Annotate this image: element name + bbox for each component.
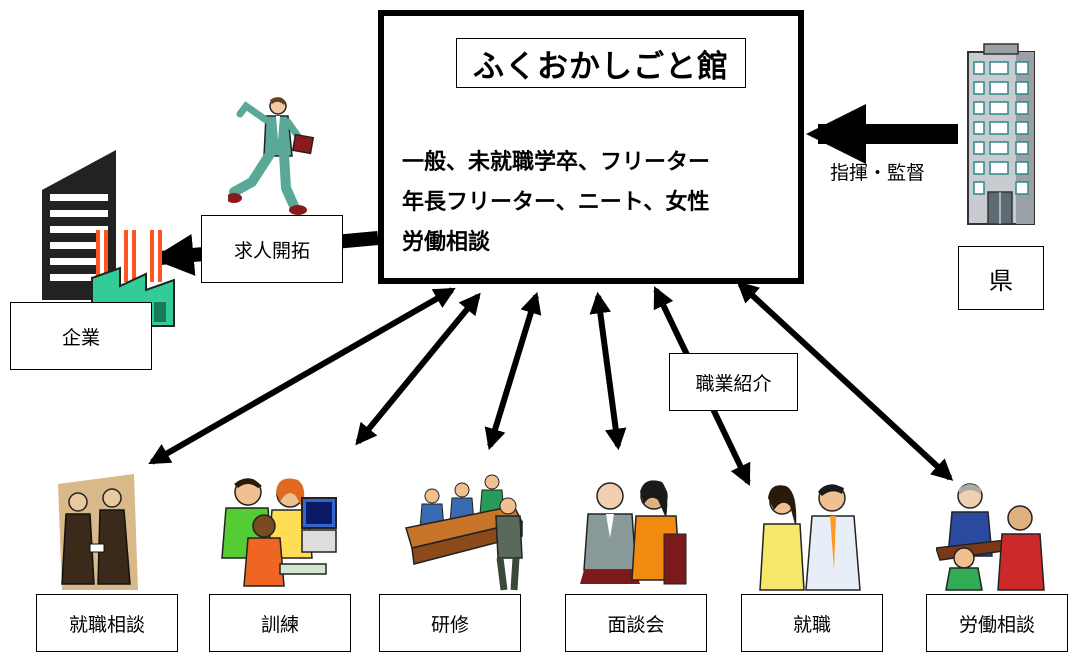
seminar-icon <box>405 474 524 591</box>
computer-training-icon <box>221 478 337 587</box>
service-seminar: 研修 <box>379 594 521 652</box>
labor-consultation-icon <box>936 483 1045 591</box>
office-building-icon <box>967 43 1035 225</box>
employment-icon <box>759 484 861 591</box>
arrow-consult <box>148 287 456 465</box>
service-employment: 就職 <box>741 594 883 652</box>
placement-label: 職業紹介 <box>669 353 798 411</box>
arrow-labor <box>736 281 954 481</box>
hello-work-center-box: ふくおかしごと館 一般、未就職学卒、フリーター 年長フリーター、ニート、女性 労… <box>378 10 804 284</box>
arrow-interview <box>589 291 627 451</box>
interview-icon <box>580 480 687 585</box>
county-label: 県 <box>958 246 1044 310</box>
service-labor-consultation: 労働相談 <box>926 594 1068 652</box>
service-interview-session: 面談会 <box>565 594 707 652</box>
company-label: 企業 <box>10 302 152 370</box>
center-line-3: 労働相談 <box>402 230 491 255</box>
consultation-icon <box>58 474 138 590</box>
factory-icon <box>42 150 175 327</box>
arrow-seminar <box>484 291 542 451</box>
direction-label: 指揮・監督 <box>830 162 926 184</box>
job-development-label: 求人開拓 <box>201 215 343 283</box>
service-job-consultation: 就職相談 <box>36 594 178 652</box>
service-training: 訓練 <box>209 594 351 652</box>
center-line-1: 一般、未就職学卒、フリーター <box>402 150 711 175</box>
center-title: ふくおかしごと館 <box>456 38 746 88</box>
running-man-icon <box>228 97 315 215</box>
center-line-2: 年長フリーター、ニート、女性 <box>402 190 710 215</box>
arrow-training <box>355 292 481 446</box>
